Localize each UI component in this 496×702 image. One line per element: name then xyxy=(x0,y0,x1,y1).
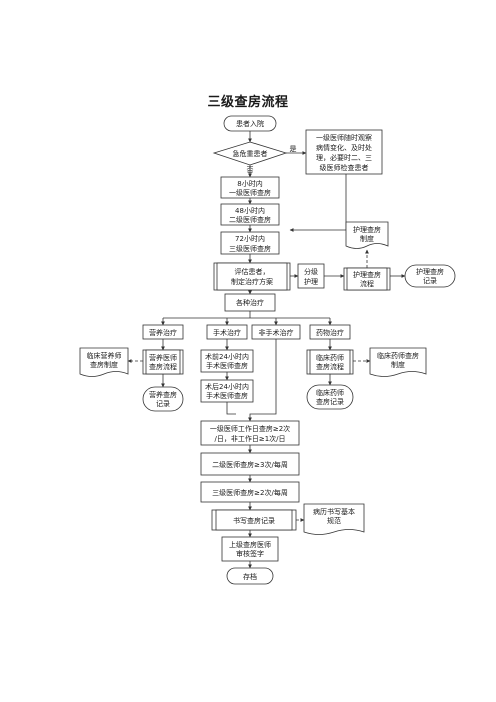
node-label: 临床药师查房 xyxy=(377,351,419,360)
node-label: 评估患者， xyxy=(235,267,270,276)
round-8h: 8小时内 一级医师查房 xyxy=(220,176,280,199)
node-label: 术前24小时内 xyxy=(205,352,249,361)
node-label: 护理查房 xyxy=(353,270,381,279)
pharmacist-record-node: 临床药师 查房记录 xyxy=(306,384,354,410)
pharmacist-flow-node: 临床药师 查房流程 xyxy=(306,349,354,375)
assess-node: 评估患者， 制定治疗方案 xyxy=(213,262,291,291)
preop-round: 术前24小时内 手术医师查房 xyxy=(200,349,254,373)
freq-level1: 一级医师工作日查房≥2次 /日，非工作日≥1次/日 xyxy=(200,420,300,446)
yes-label: 是 xyxy=(290,145,297,153)
connectors xyxy=(127,131,406,569)
node-label: 规范 xyxy=(327,516,341,525)
node-label: 临床营养师 xyxy=(87,351,122,360)
node-label: 护理查房 xyxy=(353,225,381,234)
node-label: 审核签字 xyxy=(236,549,264,558)
emergency-box: 一级医师随时观察 病情变化、及时处 理，必要时二、三 级医师检查患者 xyxy=(305,129,383,175)
critical-decision: 急危重患者 是 否 xyxy=(212,141,297,174)
node-label: 级医师检查患者 xyxy=(320,163,369,172)
nutrition-treatment: 营养治疗 xyxy=(142,324,184,340)
freq-level3: 三级医师查房≥2次/每周 xyxy=(200,481,300,503)
dietitian-system-doc: 临床营养师 查房制度 xyxy=(79,347,129,377)
node-label: 三级医师查房≥2次/每周 xyxy=(212,488,288,497)
write-record-node: 书写查房记录 xyxy=(211,509,297,531)
node-label: 临床药师 xyxy=(316,388,344,397)
nonsurgery-treatment: 非手术治疗 xyxy=(251,324,301,340)
node-label: 记录 xyxy=(423,277,437,285)
node-label: 非手术治疗 xyxy=(259,328,294,337)
node-label: 存档 xyxy=(243,572,257,581)
page-title: 三级查房流程 xyxy=(207,95,289,110)
node-label: 查房制度 xyxy=(90,360,118,369)
node-label: 流程 xyxy=(360,279,374,288)
node-label: 理，必要时二、三 xyxy=(316,153,372,162)
node-label: 二级医师查房 xyxy=(229,215,271,224)
node-label: 营养医师 xyxy=(149,353,177,362)
node-label: 营养查房 xyxy=(149,390,177,399)
grade-nursing-node: 分级 护理 xyxy=(297,263,325,289)
node-label: 72小时内 xyxy=(235,234,265,243)
admit-node: 患者入院 xyxy=(223,115,277,132)
round-72h: 72小时内 三级医师查房 xyxy=(220,231,280,255)
node-label: 一级医师随时观察 xyxy=(316,133,372,142)
nursing-record-node: 护理查房 记录 xyxy=(404,264,456,288)
node-label: 分级 xyxy=(304,267,318,276)
treatments-node: 各种治疗 xyxy=(224,293,276,312)
no-label: 否 xyxy=(247,166,254,174)
node-label: 营养治疗 xyxy=(149,328,177,337)
node-label: 护理查房 xyxy=(416,267,444,276)
node-label: 查房流程 xyxy=(149,362,177,371)
node-label: 8小时内 xyxy=(237,179,262,188)
node-label: 制度 xyxy=(360,234,374,243)
pharmacist-system-doc: 临床药师查房 制度 xyxy=(369,347,427,377)
dietitian-record-node: 营养查房 记录 xyxy=(142,386,184,412)
node-label: 病历书写基本 xyxy=(313,507,355,516)
node-label: 查房流程 xyxy=(316,362,344,371)
drug-treatment: 药物治疗 xyxy=(309,324,351,340)
admit-label: 患者入院 xyxy=(236,119,264,128)
node-label: 制度 xyxy=(391,360,405,369)
node-label: 制定治疗方案 xyxy=(231,277,273,286)
node-label: 一级医师工作日查房≥2次 xyxy=(210,424,290,433)
node-label: 48小时内 xyxy=(235,206,265,215)
node-label: 各种治疗 xyxy=(236,298,264,307)
node-label: 病情变化、及时处 xyxy=(316,143,372,152)
node-label: 护理 xyxy=(304,277,318,286)
surgery-treatment: 手术治疗 xyxy=(206,324,248,340)
node-label: 记录 xyxy=(156,400,170,408)
node-label: 临床药师 xyxy=(316,353,344,362)
signoff-node: 上级查房医师 审核签字 xyxy=(221,536,279,562)
node-label: /日，非工作日≥1次/日 xyxy=(214,434,285,443)
postop-round: 术后24小时内 手术医师查房 xyxy=(200,379,254,403)
node-label: 书写查房记录 xyxy=(233,516,275,525)
node-label: 一级医师查房 xyxy=(229,188,271,197)
node-label: 二级医师查房≥3次/每周 xyxy=(212,460,288,469)
dietitian-flow-node: 营养医师 查房流程 xyxy=(142,349,184,375)
archive-node: 存档 xyxy=(226,567,274,585)
critical-label: 急危重患者 xyxy=(233,149,268,158)
node-label: 手术医师查房 xyxy=(206,361,248,370)
norms-doc: 病历书写基本 规范 xyxy=(303,503,365,535)
node-label: 术后24小时内 xyxy=(205,382,249,391)
node-label: 药物治疗 xyxy=(316,328,344,337)
freq-level2: 二级医师查房≥3次/每周 xyxy=(200,452,300,476)
round-48h: 48小时内 二级医师查房 xyxy=(220,203,280,226)
node-label: 三级医师查房 xyxy=(229,244,271,253)
nursing-system-doc: 护理查房 制度 xyxy=(345,221,389,249)
node-label: 手术医师查房 xyxy=(206,391,248,400)
node-label: 手术治疗 xyxy=(213,328,241,337)
nursing-flow-node: 护理查房 流程 xyxy=(343,267,391,291)
node-label: 查房记录 xyxy=(316,397,344,406)
node-label: 上级查房医师 xyxy=(229,540,271,549)
